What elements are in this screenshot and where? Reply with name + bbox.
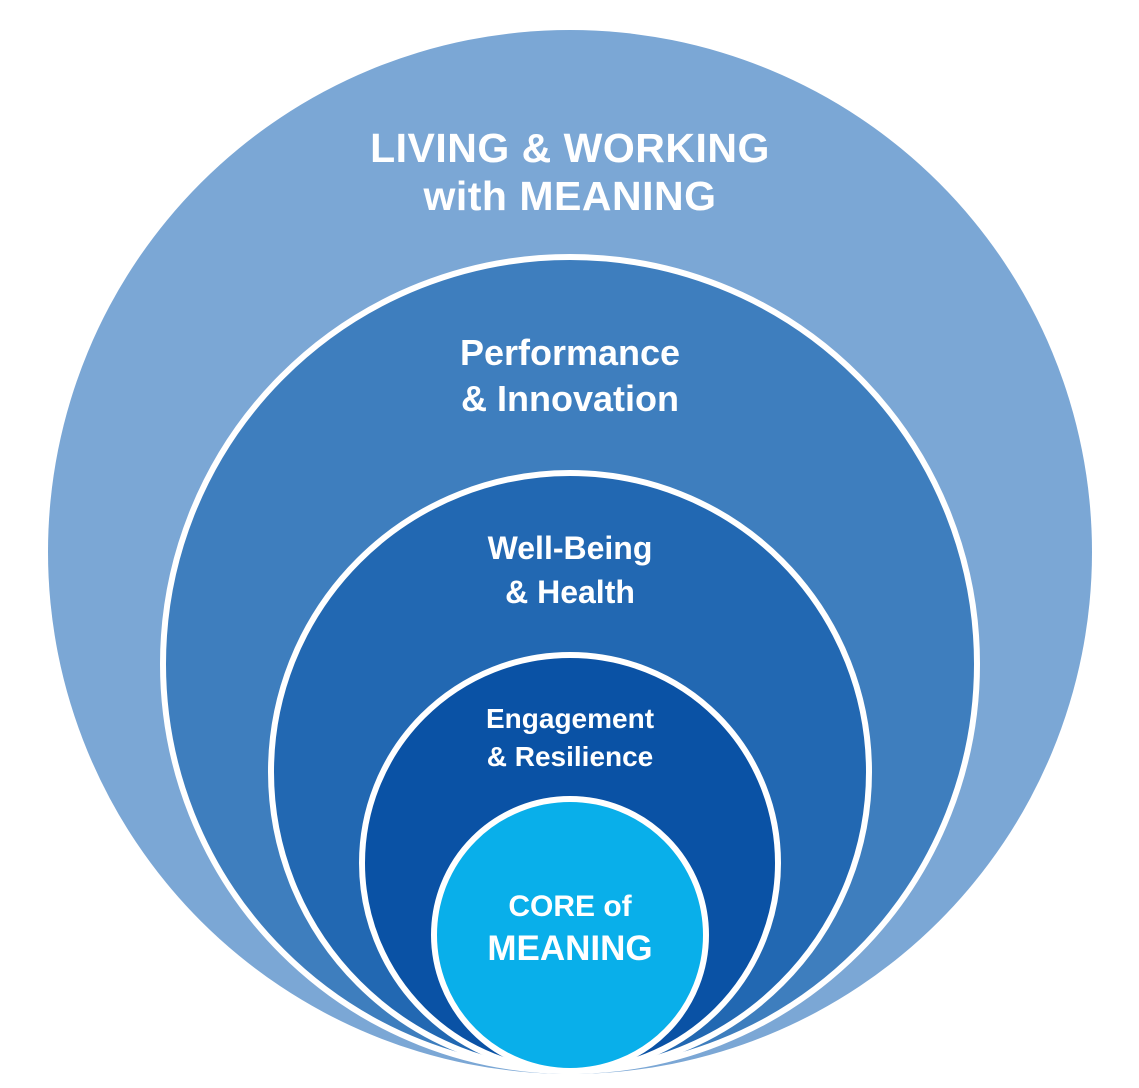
circle-core-of-meaning	[431, 796, 709, 1074]
